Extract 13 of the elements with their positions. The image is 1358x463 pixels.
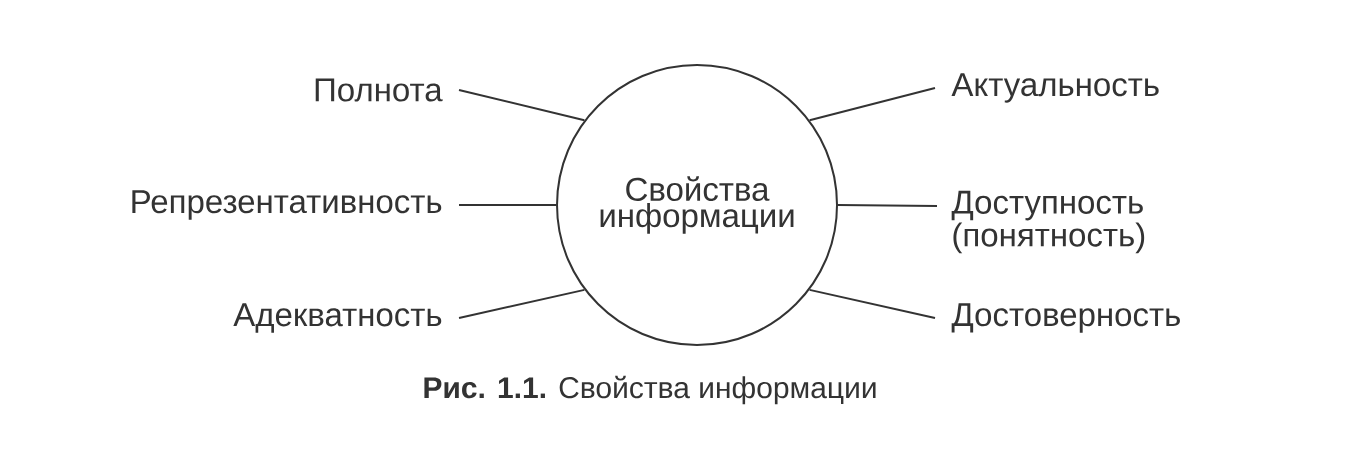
- property-label: Адекватность: [233, 303, 442, 333]
- connector-line: [808, 87, 936, 122]
- figure-caption: Рис. 1.1. Свойства информации: [424, 375, 876, 405]
- connector-line: [837, 204, 938, 207]
- property-label: Доступность (понятность): [951, 190, 1145, 254]
- property-label: Полнота: [315, 78, 443, 102]
- connector-line: [458, 204, 557, 206]
- property-label: Достоверность: [951, 303, 1180, 333]
- property-label: Репрезентативность: [132, 190, 442, 220]
- property-label: Актуальность: [951, 73, 1159, 103]
- connector-line: [808, 288, 936, 319]
- connector-line: [458, 89, 586, 122]
- connector-line: [458, 288, 586, 319]
